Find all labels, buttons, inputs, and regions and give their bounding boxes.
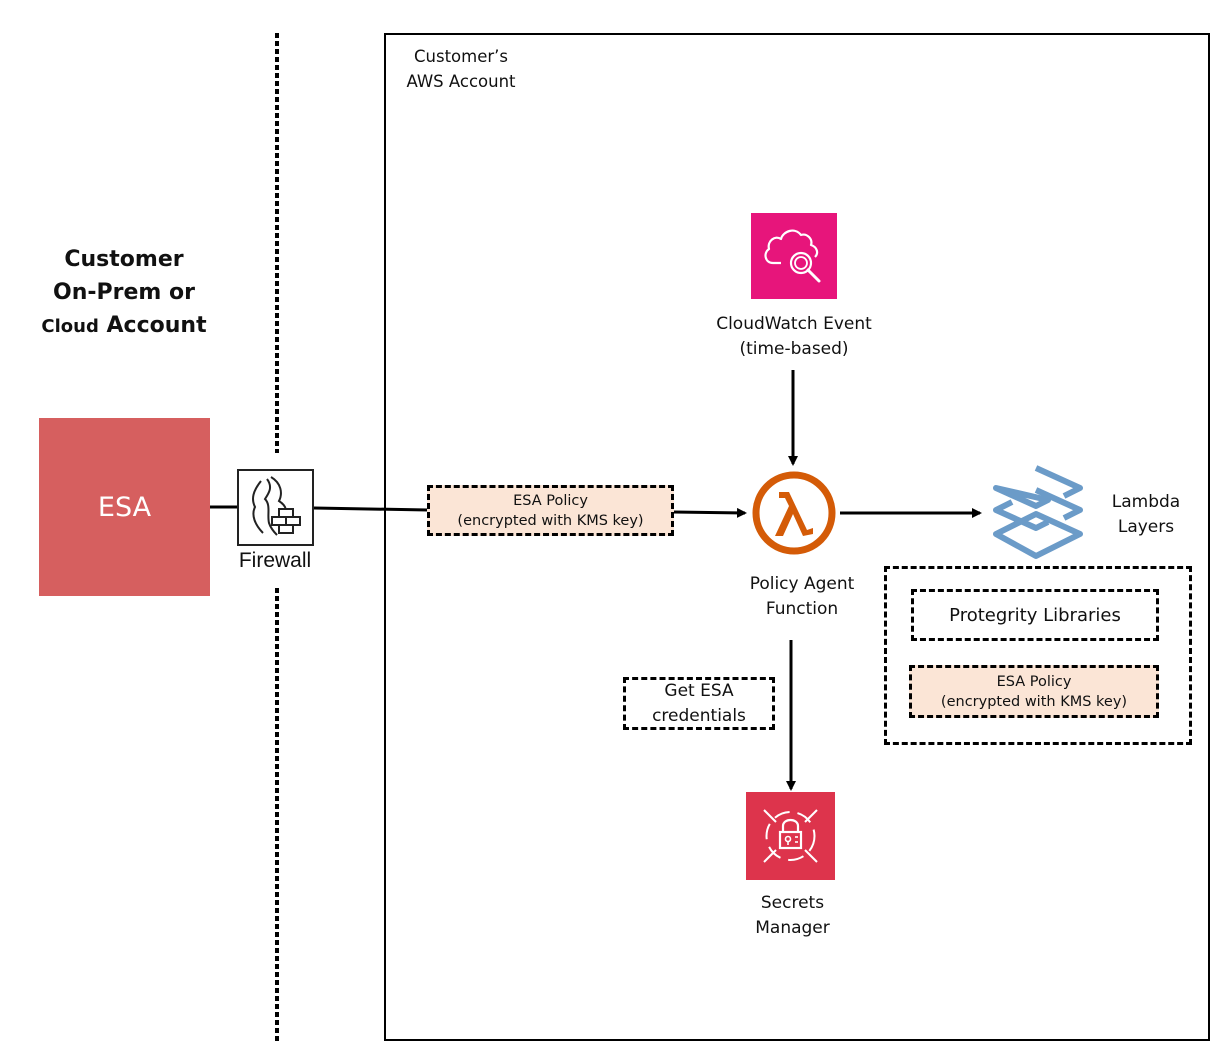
edge-policy-lambda xyxy=(672,507,747,518)
firewall-label: Firewall xyxy=(238,549,312,572)
secrets-manager-icon xyxy=(763,809,818,863)
layer-policy-line2: (encrypted with KMS key) xyxy=(940,693,1128,710)
onprem-title-line3: Cloud Account xyxy=(24,309,224,343)
cloudwatch-label-line2: (time-based) xyxy=(739,339,849,359)
credentials-note-line1: Get ESA xyxy=(664,680,734,701)
lambda-label-line2: Function xyxy=(765,599,839,619)
lambda-label-line1: Policy Agent xyxy=(749,574,855,594)
cloudwatch-label: CloudWatch Event (time-based) xyxy=(694,312,894,362)
policy-in-transit-line1: ESA Policy xyxy=(513,492,588,509)
onprem-title-line1: Customer xyxy=(64,247,184,272)
aws-account-title: Customer’s AWS Account xyxy=(396,44,526,94)
onprem-title-account: Account xyxy=(106,313,207,338)
aws-account-boundary xyxy=(384,33,1210,1041)
onprem-title: Customer On-Prem or Cloud Account xyxy=(24,243,224,343)
layer-policy-line1: ESA Policy xyxy=(996,673,1072,690)
credentials-note-box: Get ESA credentials xyxy=(623,677,775,730)
aws-account-title-line2: AWS Account xyxy=(406,72,516,91)
boundary-divider-bottom xyxy=(275,588,279,1044)
policy-in-transit-box[interactable]: ESA Policy (encrypted with KMS key) xyxy=(427,485,674,536)
secrets-manager-label-line2: Manager xyxy=(755,918,830,938)
lambda-node[interactable] xyxy=(751,470,837,556)
edge-firewall-policy xyxy=(313,506,429,512)
cloudwatch-node[interactable] xyxy=(751,213,837,299)
firewall-node[interactable] xyxy=(237,469,314,546)
layer-policy-box[interactable]: ESA Policy (encrypted with KMS key) xyxy=(909,665,1159,718)
protegrity-libraries-label: Protegrity Libraries xyxy=(949,604,1121,626)
layers-icon xyxy=(993,465,1083,559)
credentials-note-line2: credentials xyxy=(652,705,746,726)
secrets-manager-label-line1: Secrets xyxy=(760,893,825,913)
secrets-manager-node[interactable] xyxy=(746,792,835,880)
protegrity-libraries-box[interactable]: Protegrity Libraries xyxy=(911,589,1159,641)
firewall-icon xyxy=(252,476,301,536)
layers-group-box xyxy=(884,566,1192,745)
secrets-manager-label: Secrets Manager xyxy=(720,891,865,941)
lambda-layers-label-line2: Layers xyxy=(1117,517,1175,537)
esa-node[interactable]: ESA xyxy=(39,418,210,596)
aws-account-title-line1: Customer’s xyxy=(414,47,508,66)
lambda-icon xyxy=(752,471,836,555)
lambda-label: Policy Agent Function xyxy=(712,572,892,622)
esa-label: ESA xyxy=(97,491,152,523)
cloudwatch-icon xyxy=(764,229,821,283)
policy-in-transit-line2: (encrypted with KMS key) xyxy=(457,512,644,529)
lambda-layers-label-line1: Lambda xyxy=(1111,492,1181,512)
lambda-layers-node[interactable] xyxy=(984,458,1094,564)
onprem-title-line2: On-Prem or xyxy=(53,280,195,305)
lambda-layers-label: Lambda Layers xyxy=(1096,490,1196,540)
boundary-divider-top xyxy=(275,33,279,453)
cloudwatch-label-line1: CloudWatch Event xyxy=(716,314,872,334)
onprem-title-cloud: Cloud xyxy=(41,316,99,337)
